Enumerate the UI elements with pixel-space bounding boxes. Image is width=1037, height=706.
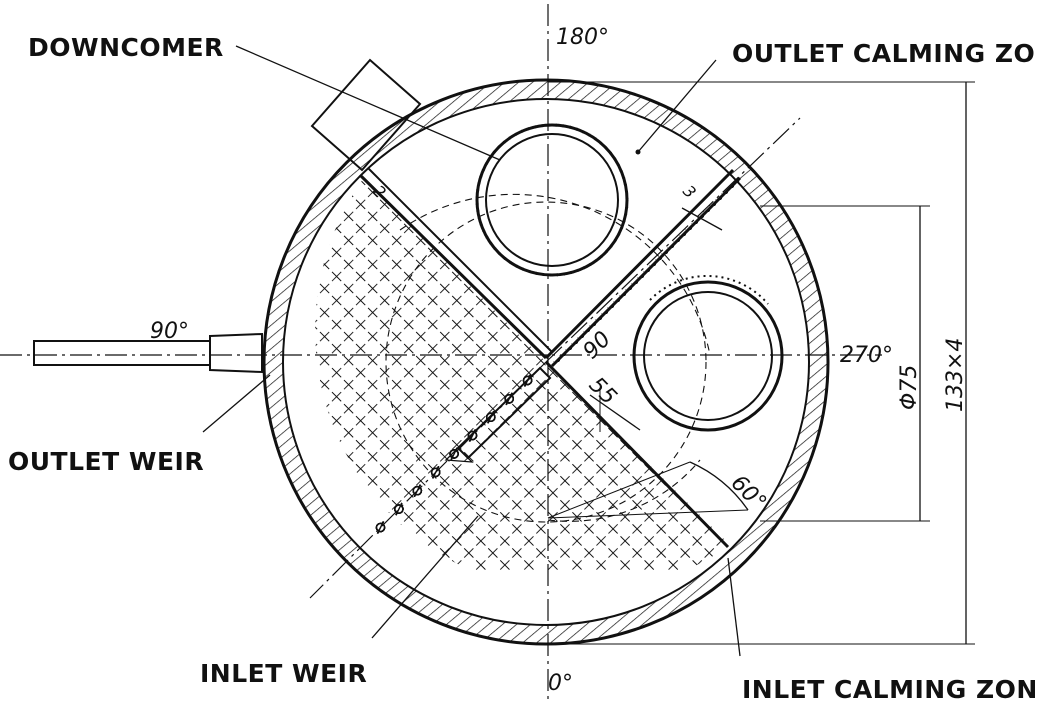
dim-133x4: 133×4	[943, 338, 968, 412]
dim-phi75: Φ75	[897, 365, 922, 410]
column-shell	[262, 78, 830, 646]
angle-0: 0°	[548, 671, 573, 696]
downcomer-pipe-right	[632, 275, 784, 432]
center-lines	[0, 4, 882, 700]
label-inlet-calming-zone: INLET CALMING ZONE	[742, 675, 1037, 704]
angle-270: 270°	[840, 343, 893, 368]
side-nozzle	[33, 332, 263, 374]
perforated-tray-area	[315, 179, 730, 570]
perforation-hole-stroke	[376, 521, 385, 534]
label-outlet-calming-zone: OUTLET CALMING ZONE	[732, 39, 1037, 68]
label-downcomer: DOWNCOMER	[28, 33, 224, 62]
downcomer-pipe-upper	[475, 123, 629, 277]
leader-lines	[202, 45, 741, 657]
perforation-hole-stroke	[395, 502, 403, 516]
label-inlet-weir: INLET WEIR	[200, 659, 367, 688]
inlet-weir-segment	[444, 366, 552, 463]
inlet-weir-bar	[544, 360, 730, 549]
dimension-lines	[371, 81, 975, 645]
top-nozzle	[310, 58, 422, 172]
construction-arcs	[385, 193, 711, 523]
dim-3: 3	[679, 181, 700, 202]
label-outlet-weir: OUTLET WEIR	[8, 447, 204, 476]
angle-90: 90°	[150, 319, 189, 344]
angle-180: 180°	[556, 25, 609, 50]
downcomer-partition	[544, 168, 742, 368]
